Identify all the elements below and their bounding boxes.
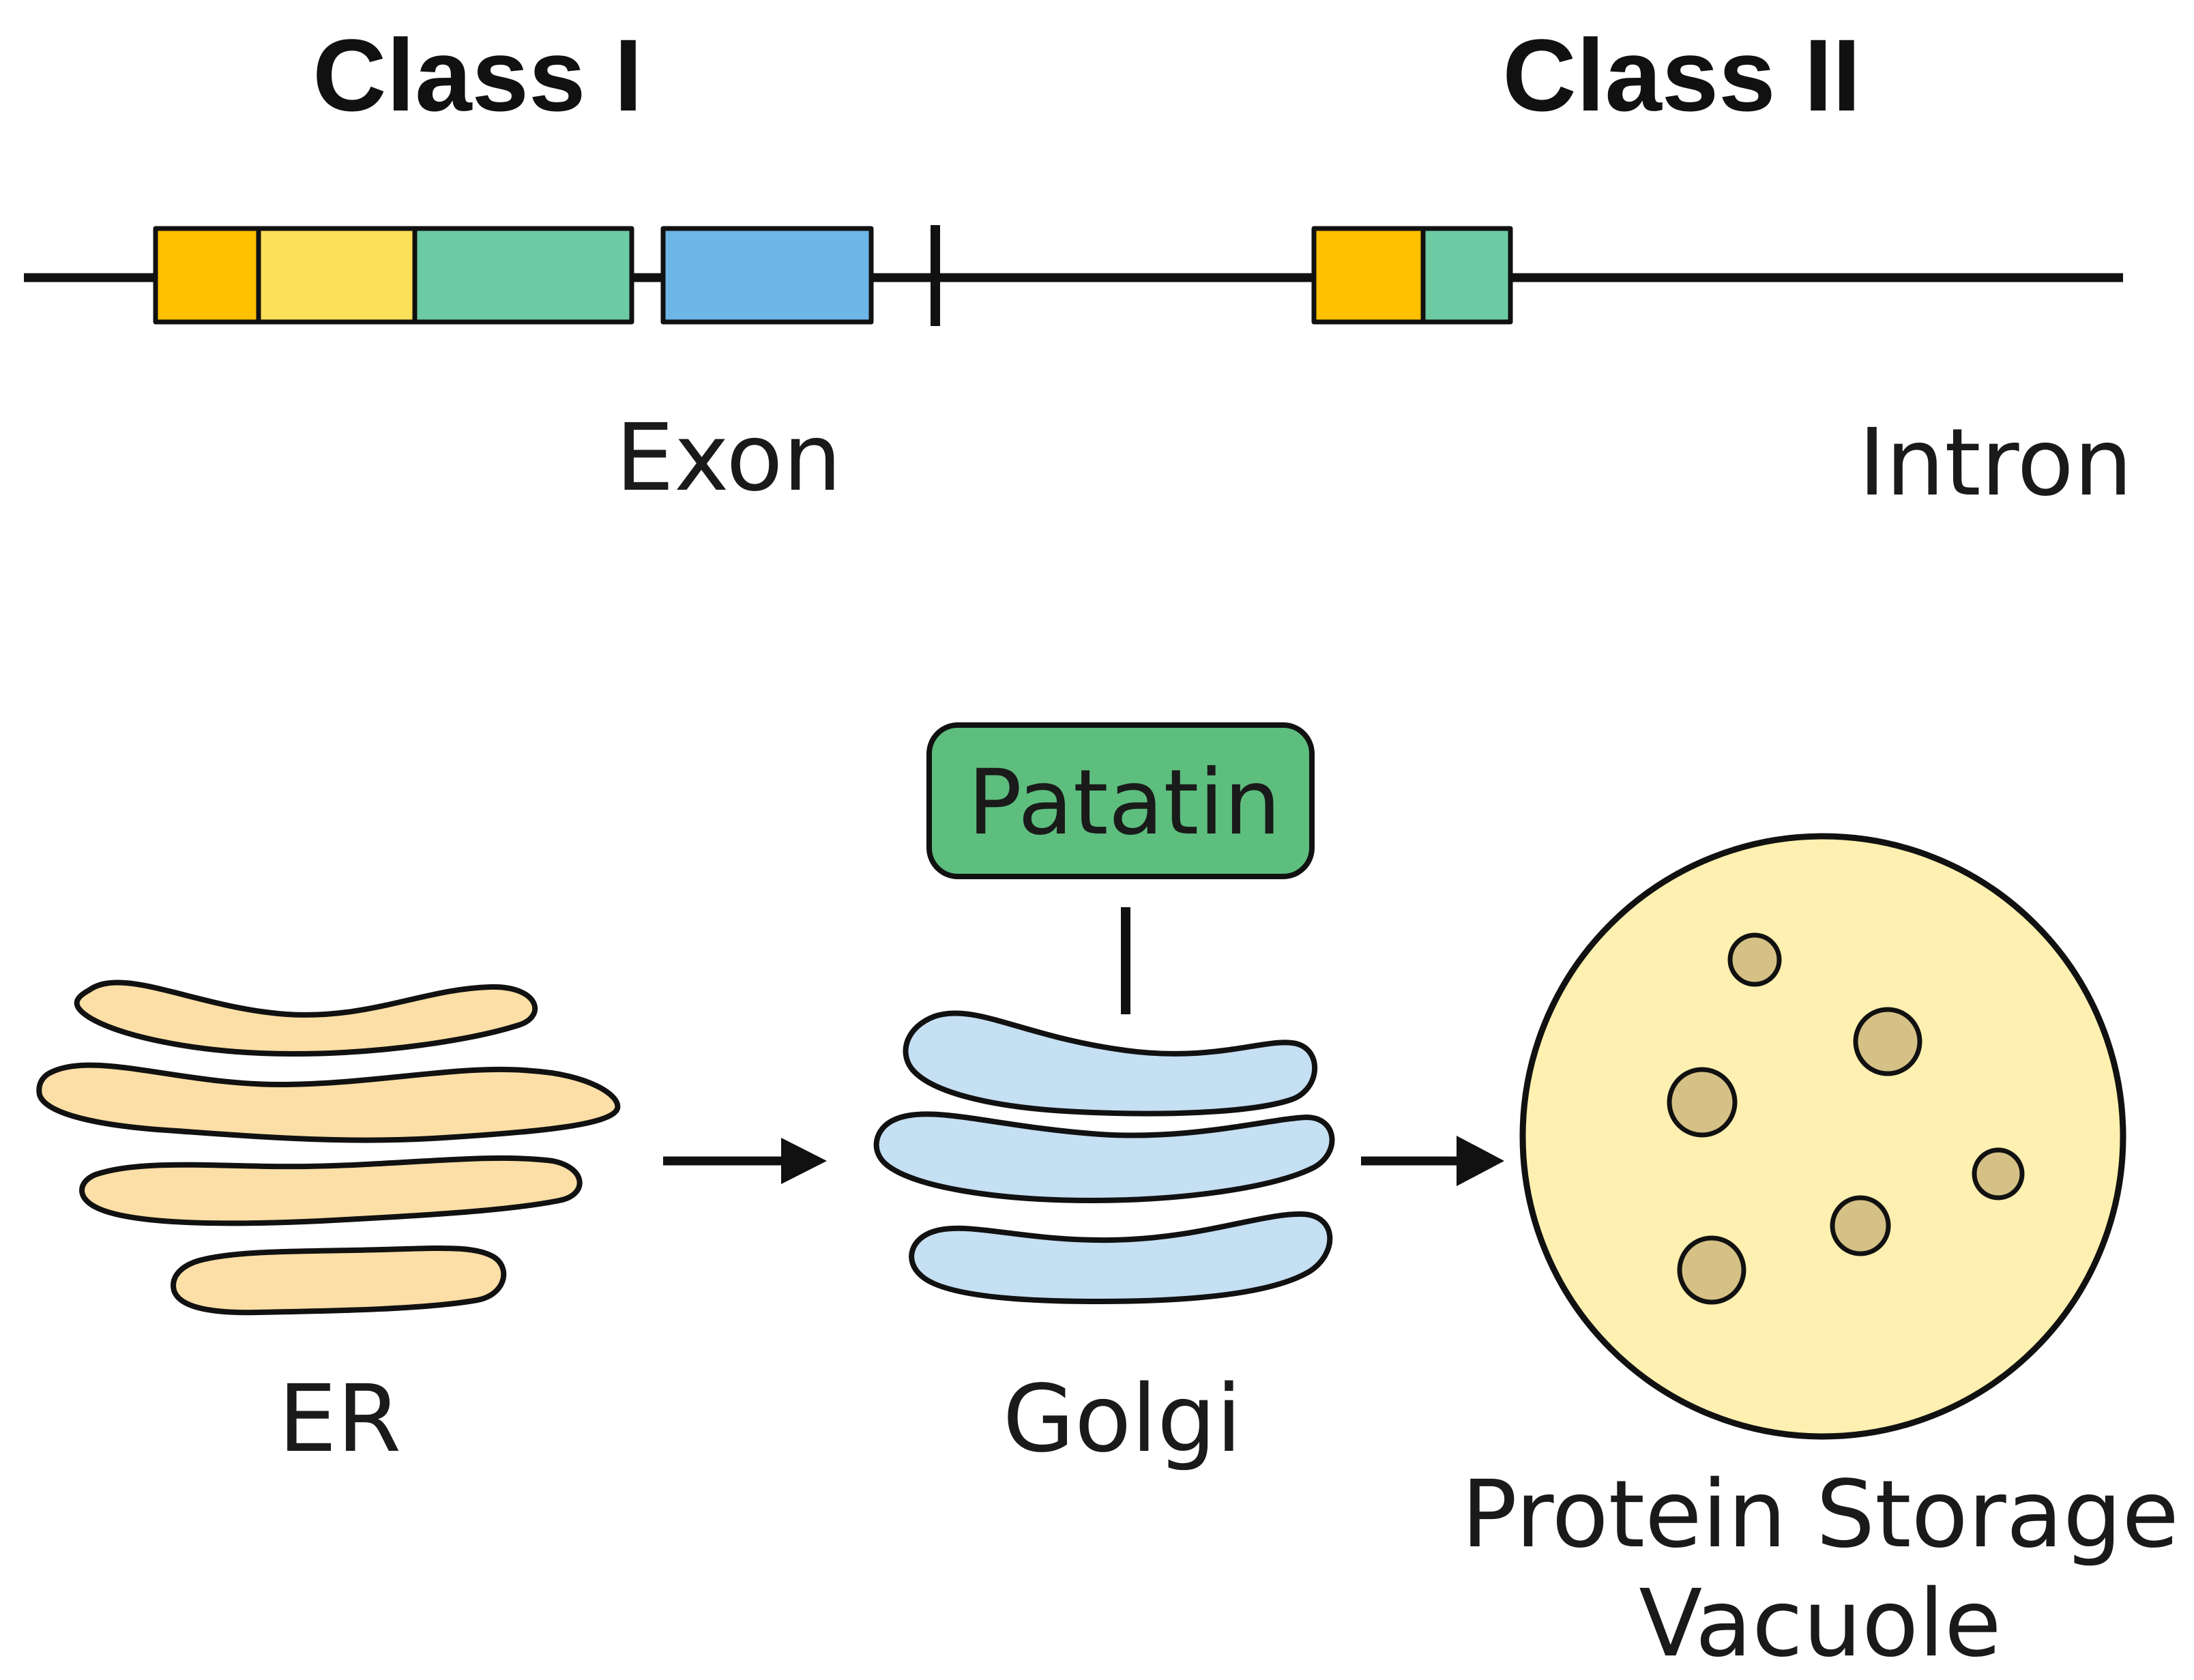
gene-structure: Class I Class II Exon Intron	[24, 18, 2133, 517]
exon-label: Exon	[615, 404, 842, 512]
er-cisterna-3	[79, 1155, 583, 1226]
arrow-er-to-golgi	[663, 1138, 827, 1184]
vacuole-label-line1: Protein Storage	[1461, 1461, 2179, 1569]
vacuole-membrane	[1519, 833, 2126, 1440]
class-1-exon-green	[412, 226, 634, 325]
vacuole-granule	[1853, 1007, 1922, 1076]
secretory-pathway: Patatin ER Golgi Protein Storage Vacuole	[36, 722, 2179, 1678]
vacuole-label-line2: Vacuole	[1639, 1570, 2001, 1678]
class-2-title: Class II	[1502, 18, 1860, 132]
golgi-cisterna-2	[873, 1111, 1335, 1203]
er-cisterna-4	[171, 1245, 507, 1316]
vacuole-granule	[1830, 1195, 1891, 1256]
golgi-cisterna-1	[903, 1010, 1318, 1117]
er-cisterna-2	[36, 1062, 621, 1143]
class-1-exon-yellow	[256, 226, 418, 325]
er-label: ER	[278, 1366, 401, 1473]
class-1-title: Class I	[312, 18, 643, 132]
class-2-exon-orange	[1311, 226, 1426, 325]
vacuole-granule	[1727, 932, 1782, 987]
vacuole-granule	[1677, 1235, 1746, 1305]
vacuole-illustration	[1519, 833, 2126, 1440]
golgi-illustration	[873, 1010, 1335, 1304]
vacuole-granule	[1972, 1147, 2025, 1200]
vacuole-granule	[1667, 1067, 1738, 1138]
class-2-exon-green	[1420, 226, 1513, 325]
golgi-label: Golgi	[1003, 1366, 1242, 1473]
patatin-box	[926, 722, 1315, 879]
class-1-exon-orange	[153, 226, 261, 325]
er-cisterna-1	[74, 979, 538, 1057]
class-1-exon-blue	[660, 226, 874, 325]
er-illustration	[36, 979, 621, 1316]
golgi-cisterna-3	[909, 1211, 1333, 1304]
patatin-label: Patatin	[967, 750, 1281, 855]
arrow-golgi-to-vacuole	[1361, 1136, 1504, 1186]
intron-label: Intron	[1858, 409, 2133, 517]
